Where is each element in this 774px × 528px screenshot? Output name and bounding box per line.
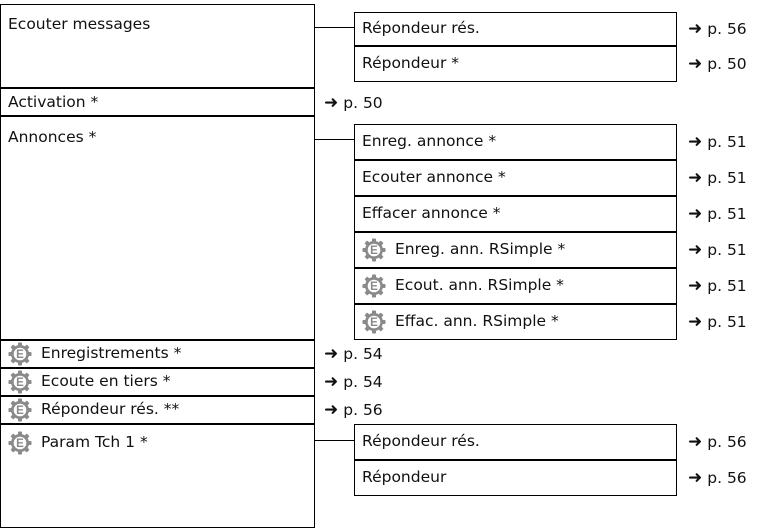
menu-label-activation: Activation * <box>8 93 99 111</box>
expert-gear-icon <box>8 370 32 394</box>
expert-gear-icon <box>8 342 32 366</box>
submenu-item <box>354 124 677 160</box>
submenu-item <box>354 460 677 496</box>
page-ref: ➜p. 51 <box>688 132 747 152</box>
right-arrow-icon: ➜ <box>688 168 703 188</box>
right-arrow-icon: ➜ <box>324 400 339 420</box>
right-arrow-icon: ➜ <box>688 276 703 296</box>
submenu-item-label: Effac. ann. RSimple * <box>362 310 559 334</box>
right-arrow-icon: ➜ <box>688 132 703 152</box>
submenu-item-label: Répondeur <box>362 468 447 486</box>
submenu-item <box>354 424 677 460</box>
menu-annonces <box>0 116 315 340</box>
expert-gear-icon <box>8 398 32 422</box>
submenu-item <box>354 268 677 304</box>
page-ref: ➜p. 56 <box>688 19 747 39</box>
right-arrow-icon: ➜ <box>324 93 339 113</box>
submenu-item <box>354 46 677 82</box>
submenu-item <box>354 196 677 232</box>
connector-line <box>315 440 355 441</box>
page-ref: ➜p. 50 <box>688 54 747 74</box>
right-arrow-icon: ➜ <box>688 19 703 39</box>
page-ref: ➜p. 51 <box>688 240 747 260</box>
connector-line <box>315 27 355 28</box>
submenu-item-label: Enreg. ann. RSimple * <box>362 238 565 262</box>
submenu-item <box>354 232 677 268</box>
menu-label-ecouter-messages: Ecouter messages <box>8 15 151 33</box>
right-arrow-icon: ➜ <box>688 468 703 488</box>
right-arrow-icon: ➜ <box>688 204 703 224</box>
expert-gear-icon <box>362 310 386 334</box>
page-ref: ➜p. 50 <box>324 93 383 113</box>
expert-gear-icon <box>362 238 386 262</box>
expert-gear-icon <box>362 274 386 298</box>
menu-label-repondeur-res: Répondeur rés. ** <box>8 398 179 422</box>
menu-label-param-tch: Param Tch 1 * <box>8 431 148 455</box>
submenu-item-label: Ecouter annonce * <box>362 168 506 186</box>
page-ref: ➜p. 51 <box>688 168 747 188</box>
menu-enregistrements <box>0 340 315 368</box>
submenu-item <box>354 12 677 46</box>
expert-gear-icon <box>8 431 32 455</box>
menu-ecoute-en-tiers <box>0 368 315 396</box>
right-arrow-icon: ➜ <box>688 240 703 260</box>
submenu-item-label: Ecout. ann. RSimple * <box>362 274 564 298</box>
submenu-item <box>354 304 677 340</box>
page-ref: ➜p. 56 <box>324 400 383 420</box>
menu-label-ecoute-en-tiers: Ecoute en tiers * <box>8 370 171 394</box>
submenu-item-label: Répondeur rés. <box>362 19 480 37</box>
menu-activation <box>0 88 315 116</box>
submenu-item-label: Enreg. annonce * <box>362 132 497 150</box>
menu-repondeur-res <box>0 396 315 424</box>
right-arrow-icon: ➜ <box>688 432 703 452</box>
page-ref: ➜p. 51 <box>688 312 747 332</box>
page-ref: ➜p. 51 <box>688 204 747 224</box>
menu-label-enregistrements: Enregistrements * <box>8 342 181 366</box>
connector-line <box>315 139 355 140</box>
submenu-item-label: Répondeur * <box>362 54 460 72</box>
menu-param-tch <box>0 424 315 528</box>
submenu-item <box>354 160 677 196</box>
page-ref: ➜p. 54 <box>324 344 383 364</box>
page-ref: ➜p. 56 <box>688 432 747 452</box>
right-arrow-icon: ➜ <box>688 54 703 74</box>
menu-label-annonces: Annonces * <box>8 128 97 146</box>
menu-ecouter-messages <box>0 4 315 88</box>
right-arrow-icon: ➜ <box>324 372 339 392</box>
right-arrow-icon: ➜ <box>688 312 703 332</box>
page-ref: ➜p. 56 <box>688 468 747 488</box>
right-arrow-icon: ➜ <box>324 344 339 364</box>
submenu-item-label: Effacer annonce * <box>362 204 501 222</box>
submenu-item-label: Répondeur rés. <box>362 432 480 450</box>
page-ref: ➜p. 51 <box>688 276 747 296</box>
page-ref: ➜p. 54 <box>324 372 383 392</box>
